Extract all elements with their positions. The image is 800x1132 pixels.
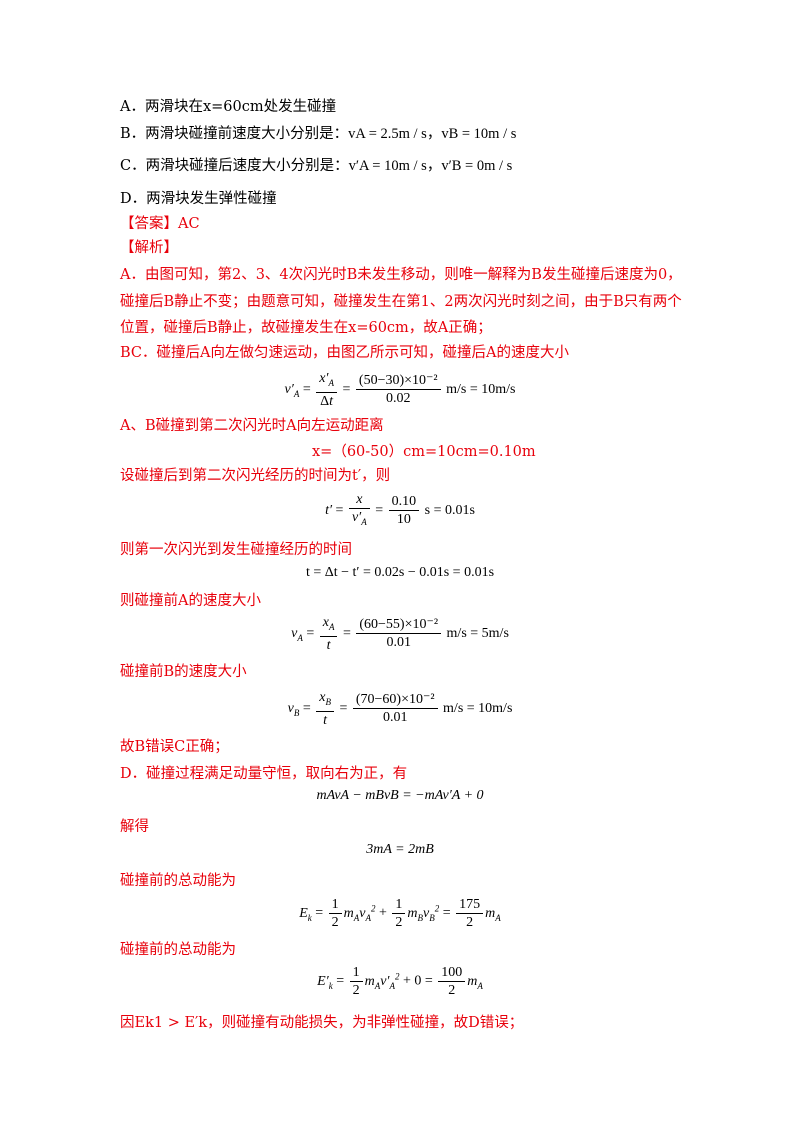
analysis-p1: A．由图可知，第2、3、4次闪光时B未发生移动，则唯一解释为B发生碰撞后速度为0… — [120, 267, 682, 283]
analysis-p9: 则碰撞前A的速度大小 — [120, 593, 261, 609]
option-d: D．两滑块发生弹性碰撞 — [120, 191, 277, 207]
option-b: B．两滑块碰撞前速度大小分别是：vA = 2.5m / s，vB = 10m /… — [120, 124, 516, 144]
equation-mass-ratio: 3mA = 2mB — [366, 842, 434, 857]
option-c-math: v′A = 10m / s，v′B = 0m / s — [348, 158, 513, 174]
analysis-p2: 碰撞后B静止不变；由题意可知，碰撞发生在第1、2两次闪光时刻之间，由于B只有两个 — [120, 294, 682, 310]
option-b-text: B．两滑块碰撞前速度大小分别是： — [120, 126, 349, 142]
analysis-p11: 故B错误C正确； — [120, 739, 229, 755]
analysis-p3: 位置，碰撞后B静止，故碰撞发生在x=60cm，故A正确； — [120, 320, 492, 336]
answer-label: 【答案】AC — [120, 216, 200, 232]
option-c-text: C．两滑块碰撞后速度大小分别是： — [120, 158, 349, 174]
analysis-p13: 解得 — [120, 819, 149, 835]
option-b-math: vA = 2.5m / s，vB = 10m / s — [348, 126, 517, 142]
analysis-heading: 【解析】 — [120, 240, 178, 256]
analysis-p5: A、B碰撞到第二次闪光时A向左运动距离 — [120, 418, 384, 434]
analysis-p7: 设碰撞后到第二次闪光经历的时间为t′，则 — [120, 468, 391, 484]
analysis-p15: 碰撞前的总动能为 — [120, 942, 236, 958]
analysis-p4: BC．碰撞后A向左做匀速运动，由图乙所示可知，碰撞后A的速度大小 — [120, 345, 569, 361]
analysis-p12: D．碰撞过程满足动量守恒，取向右为正，有 — [120, 766, 408, 782]
analysis-p16: 因Ek1 > E′k，则碰撞有动能损失，为非弹性碰撞，故D错误； — [120, 1015, 524, 1031]
option-a: A．两滑块在x=60cm处发生碰撞 — [120, 99, 337, 115]
option-c: C．两滑块碰撞后速度大小分别是：v′A = 10m / s，v′B = 0m /… — [120, 156, 512, 176]
analysis-p10: 碰撞前B的速度大小 — [120, 664, 247, 680]
equation-time-before: t = Δt − t′ = 0.02s − 0.01s = 0.01s — [305, 565, 495, 580]
analysis-p8: 则第一次闪光到发生碰撞经历的时间 — [120, 542, 352, 558]
equation-momentum: mAvA − mBvB = −mAv′A + 0 — [316, 788, 484, 803]
analysis-p6: x=（60-50）cm=10cm=0.10m — [312, 444, 536, 460]
analysis-p14: 碰撞前的总动能为 — [120, 873, 236, 889]
